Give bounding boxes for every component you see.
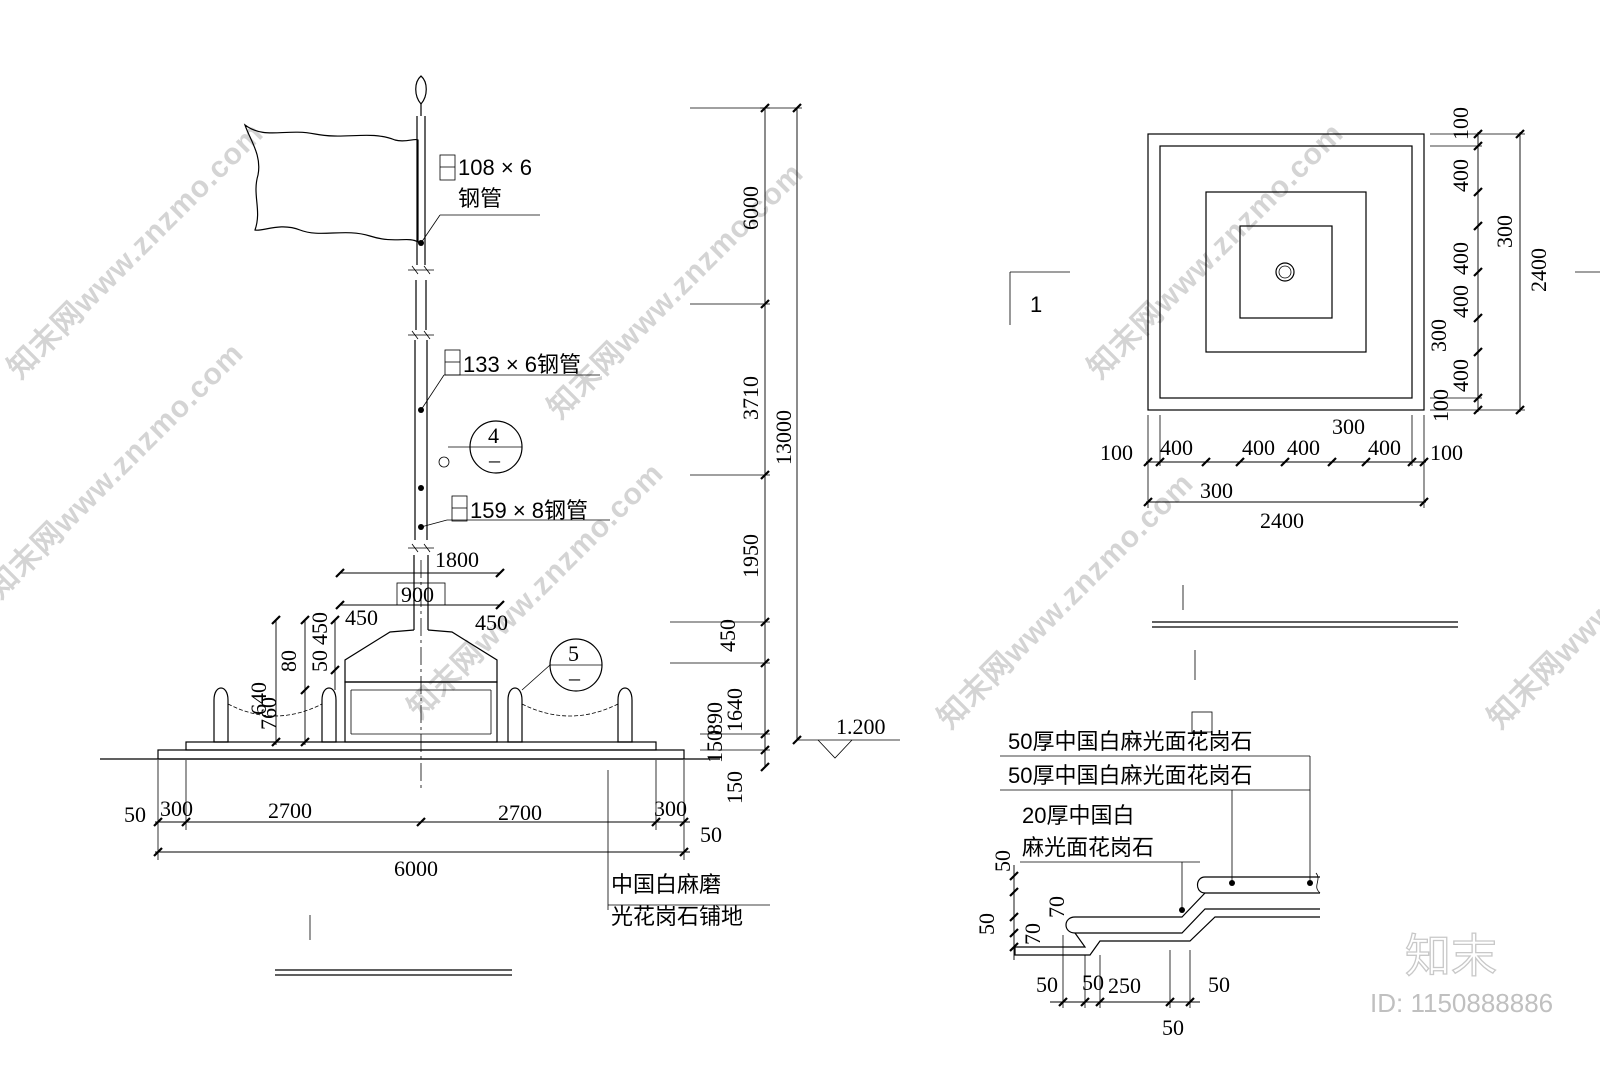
plan-bottom-dim: 400 bbox=[1160, 435, 1193, 460]
plan-bottom-dim: 100 bbox=[1100, 440, 1133, 465]
total-width: 6000 bbox=[394, 856, 438, 881]
bollard bbox=[321, 687, 337, 743]
section-mark-label: 1 bbox=[1030, 292, 1042, 317]
flag-shape bbox=[243, 123, 419, 244]
plan-outer bbox=[1147, 133, 1425, 411]
plan-bottom-dim: 400 bbox=[1287, 435, 1320, 460]
watermark-text: 知末网www.znzmo.com bbox=[402, 457, 670, 725]
section-left-dim: 70 bbox=[1044, 896, 1069, 918]
plan-right-dim: 100 bbox=[1428, 389, 1453, 422]
watermark-text: 知末网www.znzmo.com bbox=[0, 337, 250, 605]
plan-bottom-dim: 400 bbox=[1242, 435, 1275, 460]
right-dim: 6000 bbox=[738, 186, 763, 230]
pipe-top-label-2: 钢管 bbox=[458, 186, 502, 211]
watermark-text: 知末网www.znzmo.com bbox=[1082, 117, 1350, 385]
section-note-3b: 麻光面花岗石 bbox=[1022, 835, 1154, 860]
section-left-dim: 50 bbox=[974, 913, 999, 935]
paving-note-2: 光花岗石铺地 bbox=[611, 904, 743, 929]
right-dim: 1640 bbox=[722, 688, 747, 732]
bottom-dim: 2700 bbox=[268, 798, 312, 823]
pole-socket bbox=[1275, 262, 1295, 282]
plan-right-total: 2400 bbox=[1526, 248, 1551, 292]
plan-core bbox=[1239, 225, 1333, 319]
bottom-dim: 2700 bbox=[498, 800, 542, 825]
left-dim: 450 bbox=[307, 612, 332, 645]
dim-450-right: 450 bbox=[475, 610, 508, 635]
section-bottom-dim: 250 bbox=[1108, 973, 1141, 998]
left-dim: 640 bbox=[246, 682, 271, 715]
pipe-top-label: 108 × 6 bbox=[458, 155, 532, 180]
plan-right-dim-300: 300 bbox=[1492, 215, 1517, 248]
detail-4-number: 4 bbox=[488, 423, 499, 448]
step-slab-base bbox=[1014, 916, 1320, 956]
pipe-bot-label: 159 × 8钢管 bbox=[470, 498, 588, 523]
plan-ring-2 bbox=[1205, 191, 1367, 353]
dim-450-left: 450 bbox=[345, 605, 378, 630]
section-mark bbox=[1009, 271, 1070, 325]
plan-right-dim: 100 bbox=[1448, 107, 1473, 140]
plan-bottom-dim: 400 bbox=[1368, 435, 1401, 460]
right-dim: 150 bbox=[702, 730, 727, 763]
pipe-mid-label: 133 × 6钢管 bbox=[463, 352, 581, 377]
chain bbox=[227, 703, 323, 717]
right-dim: 1950 bbox=[738, 534, 763, 578]
right-dim: 890 bbox=[702, 702, 727, 735]
finial-shape bbox=[415, 75, 427, 105]
section-bottom-dim: 50 bbox=[1036, 972, 1058, 997]
bottom-dim: 300 bbox=[160, 796, 193, 821]
section-left-dim: 70 bbox=[1020, 923, 1045, 945]
watermark-text: 知末网www.znzmo.com bbox=[542, 157, 810, 425]
detail-4-sheet: – bbox=[488, 447, 501, 472]
left-dim: 760 bbox=[256, 697, 281, 730]
plan-right-dim: 400 bbox=[1448, 159, 1473, 192]
watermark-text: 知末网www.znzmo.com bbox=[932, 467, 1200, 735]
plan-bottom-300: 300 bbox=[1332, 414, 1365, 439]
section-note-3: 20厚中国白 bbox=[1022, 803, 1134, 828]
bollard bbox=[213, 687, 229, 743]
bottom-dim: 50 bbox=[700, 822, 722, 847]
bottom-dim: 300 bbox=[654, 796, 687, 821]
plan-right-dim: 400 bbox=[1448, 285, 1473, 318]
right-dim: 3710 bbox=[738, 376, 763, 420]
brand-logo: 知末 bbox=[1405, 929, 1497, 983]
section-note-1: 50厚中国白麻光面花岗石 bbox=[1008, 729, 1252, 754]
section-left-dim: 50 bbox=[990, 850, 1015, 872]
dim-1800: 1800 bbox=[435, 547, 479, 572]
left-dim: 50 bbox=[307, 650, 332, 672]
level-marker: 1.200 bbox=[836, 714, 886, 739]
watermark-text: 知末网www.znzmo.com bbox=[1482, 467, 1600, 735]
right-dim: 150 bbox=[722, 771, 747, 804]
section-bottom-dim: 50 bbox=[1082, 970, 1104, 995]
step-section-detail: 50厚中国白麻光面花岗石 50厚中国白麻光面花岗石 20厚中国白 麻光面花岗石 … bbox=[974, 650, 1321, 1040]
bottom-dim: 50 bbox=[124, 802, 146, 827]
chain bbox=[521, 703, 619, 717]
plan-right-dim: 400 bbox=[1448, 242, 1473, 275]
detail-5-number: 5 bbox=[568, 641, 579, 666]
paving-note-1: 中国白麻磨 bbox=[611, 872, 721, 897]
flagpole-elevation: 108 × 6 钢管 133 × 6钢管 159 × 8钢管 4 – bbox=[100, 75, 900, 976]
plan-right-dim-300: 300 bbox=[1426, 319, 1451, 352]
plan-bottom-dim: 100 bbox=[1430, 440, 1463, 465]
plan-right-dim: 400 bbox=[1448, 359, 1473, 392]
total-height: 13000 bbox=[771, 410, 796, 465]
flagpole-plan: 1 100 400 400 400 400 100 300 300 2400 bbox=[1009, 107, 1600, 628]
bollard bbox=[507, 687, 523, 743]
plan-ring-1 bbox=[1159, 145, 1413, 399]
bollard bbox=[617, 687, 633, 743]
image-id: ID: 1150888886 bbox=[1370, 988, 1553, 1018]
section-bottom-dim: 50 bbox=[1208, 972, 1230, 997]
plan-bottom-total: 2400 bbox=[1260, 508, 1304, 533]
section-note-2: 50厚中国白麻光面花岗石 bbox=[1008, 763, 1252, 788]
dim-900: 900 bbox=[401, 582, 434, 607]
detail-5-sheet: – bbox=[568, 665, 581, 690]
step-slab-mid bbox=[1065, 892, 1320, 934]
left-dim: 80 bbox=[276, 650, 301, 672]
step-slab-top bbox=[1196, 876, 1320, 894]
section-bottom-total: 50 bbox=[1162, 1015, 1184, 1040]
right-dim: 450 bbox=[715, 619, 740, 652]
plan-bottom-300: 300 bbox=[1200, 478, 1233, 503]
watermark-group: 知末网www.znzmo.com 知末网www.znzmo.com 知末网www… bbox=[0, 117, 1600, 1018]
